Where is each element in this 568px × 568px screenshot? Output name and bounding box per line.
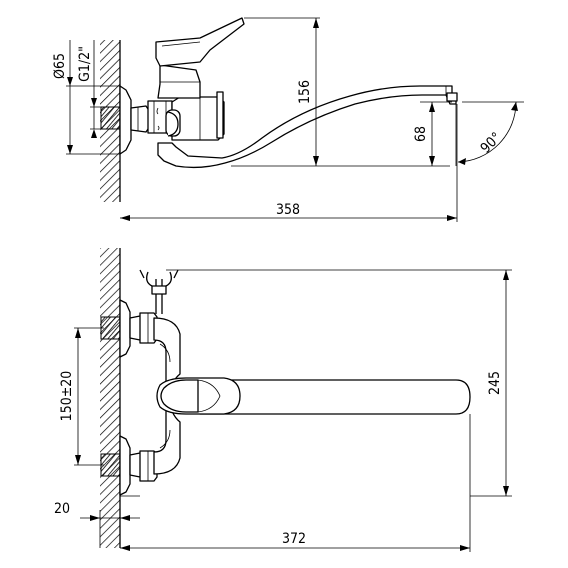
label-thread-g12: G1/2" bbox=[77, 46, 93, 82]
side-view bbox=[100, 17, 458, 202]
wall-flange-side bbox=[119, 85, 132, 155]
wall-flange-bottom bbox=[119, 435, 131, 496]
label-height-156: 156 bbox=[297, 80, 313, 104]
label-angle-90: 90° bbox=[478, 130, 505, 157]
spout-front bbox=[199, 379, 471, 415]
wall-flange-top bbox=[119, 299, 131, 358]
label-width-372: 372 bbox=[282, 531, 306, 547]
cartridge-neck-side bbox=[157, 64, 201, 99]
threaded-pipe-side bbox=[100, 106, 121, 130]
union-nut-bottom bbox=[139, 450, 158, 482]
label-width-20: 20 bbox=[54, 501, 70, 517]
label-center-150: 150±20 bbox=[59, 371, 75, 422]
spout-side bbox=[157, 85, 457, 169]
label-diameter-65: Ø65 bbox=[52, 53, 68, 79]
eccentric-nut-side bbox=[130, 105, 151, 133]
shower-holder bbox=[139, 269, 179, 314]
label-width-358: 358 bbox=[276, 202, 300, 218]
body-side-plate bbox=[216, 91, 224, 139]
dimension-lines-side bbox=[66, 17, 524, 222]
front-view bbox=[100, 248, 471, 548]
dimension-lines-front bbox=[74, 269, 512, 552]
aerator-side bbox=[446, 92, 458, 102]
label-height-245: 245 bbox=[487, 371, 503, 395]
wall-front bbox=[100, 248, 121, 548]
label-height-68: 68 bbox=[413, 126, 429, 142]
